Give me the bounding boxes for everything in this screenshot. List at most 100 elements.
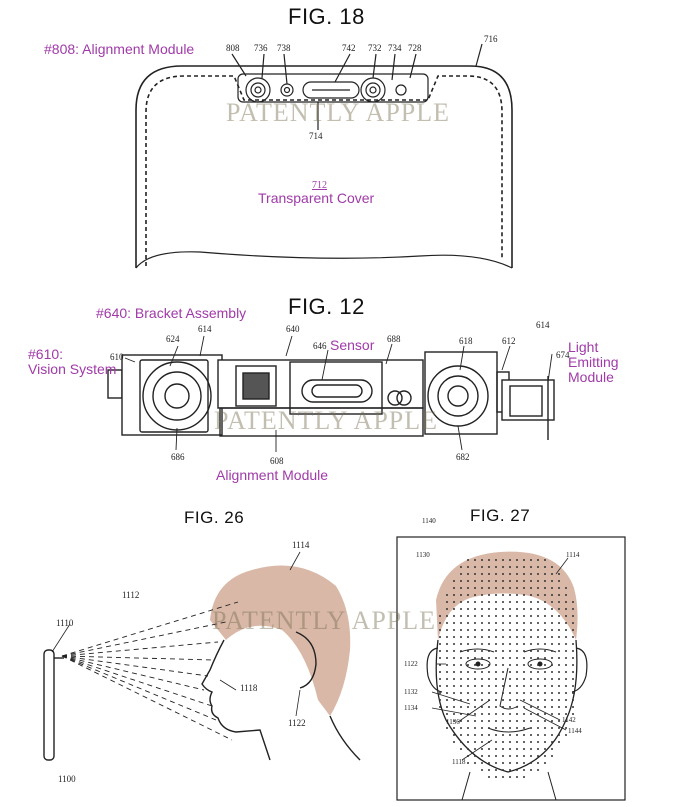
projected-dot [544, 762, 546, 764]
projected-dot [516, 636, 518, 638]
projected-dot [446, 706, 448, 708]
projected-dot [446, 699, 448, 701]
projected-dot [509, 643, 511, 645]
projected-dot [460, 706, 462, 708]
projected-dot [460, 650, 462, 652]
projected-dot [572, 608, 574, 610]
projected-dot [523, 727, 525, 729]
projected-dot [488, 762, 490, 764]
projected-dot [446, 601, 448, 603]
projected-dot [509, 699, 511, 701]
projected-dot [502, 629, 504, 631]
projected-dot [516, 685, 518, 687]
projected-dot [530, 699, 532, 701]
projected-dot [481, 748, 483, 750]
projected-dot [474, 741, 476, 743]
projected-dot [516, 559, 518, 561]
projected-dot [453, 629, 455, 631]
projected-dot [481, 573, 483, 575]
projected-dot [446, 678, 448, 680]
fig26-drawing [43, 565, 361, 761]
projected-dot [544, 587, 546, 589]
fig12-vision-line2: Vision System [28, 361, 117, 377]
projected-dot [439, 657, 441, 659]
projected-dot [558, 573, 560, 575]
fig27-ref: 1136 [446, 718, 460, 726]
projected-dot [439, 650, 441, 652]
projected-dot [509, 559, 511, 561]
projected-dot [453, 650, 455, 652]
projected-dot [446, 720, 448, 722]
projected-dot [537, 692, 539, 694]
projected-dot [551, 713, 553, 715]
projected-dot [523, 769, 525, 771]
projected-dot [474, 587, 476, 589]
projected-dot [530, 734, 532, 736]
projected-dot [453, 601, 455, 603]
projected-dot [572, 601, 574, 603]
projected-dot [523, 664, 525, 666]
projected-dot [481, 755, 483, 757]
projected-dot [509, 601, 511, 603]
projected-dot [537, 748, 539, 750]
fig18-ref: 736 [254, 43, 268, 53]
projected-dot [537, 678, 539, 680]
projected-dot [502, 608, 504, 610]
projected-dot [523, 580, 525, 582]
projected-dot [446, 671, 448, 673]
projected-dot [530, 636, 532, 638]
projected-dot [460, 629, 462, 631]
projected-dot [544, 741, 546, 743]
projected-dot [488, 720, 490, 722]
projected-dot [509, 636, 511, 638]
projected-dot [446, 650, 448, 652]
projected-dot [509, 769, 511, 771]
projected-dot [523, 741, 525, 743]
projected-dot [530, 741, 532, 743]
projected-dot [509, 692, 511, 694]
projected-dot [439, 643, 441, 645]
projected-dot [509, 608, 511, 610]
projected-dot [446, 657, 448, 659]
projected-dot [467, 720, 469, 722]
projected-dot [537, 622, 539, 624]
fig12-bracket-callout: #640: Bracket Assembly [96, 305, 247, 321]
fig18-cover-ref: 712 [312, 180, 327, 191]
projected-dot [488, 671, 490, 673]
projected-dot [551, 720, 553, 722]
projected-dot [565, 692, 567, 694]
projected-dot [572, 643, 574, 645]
projected-dot [516, 755, 518, 757]
projected-dot [516, 741, 518, 743]
projected-dot [544, 566, 546, 568]
projected-dot [565, 615, 567, 617]
projected-dot [537, 580, 539, 582]
projected-dot [509, 776, 511, 778]
projected-dot [502, 636, 504, 638]
projected-dot [446, 692, 448, 694]
projected-dot [523, 671, 525, 673]
projected-dot [502, 664, 504, 666]
projected-dot [481, 629, 483, 631]
projected-dot [502, 566, 504, 568]
projected-dot [460, 587, 462, 589]
projected-dot [502, 650, 504, 652]
projected-dot [502, 699, 504, 701]
projected-dot [537, 671, 539, 673]
projected-dot [544, 734, 546, 736]
projected-dot [453, 671, 455, 673]
projected-dot [495, 643, 497, 645]
projected-dot [495, 559, 497, 561]
projected-dot [551, 580, 553, 582]
projected-dot [488, 573, 490, 575]
projected-dot [439, 706, 441, 708]
projected-dot [544, 685, 546, 687]
projected-dot [551, 678, 553, 680]
projected-dot [530, 685, 532, 687]
projected-dot [439, 636, 441, 638]
projected-dot [544, 755, 546, 757]
projected-dot [467, 762, 469, 764]
projected-dot [439, 629, 441, 631]
projected-dot [474, 713, 476, 715]
projected-dot [481, 643, 483, 645]
